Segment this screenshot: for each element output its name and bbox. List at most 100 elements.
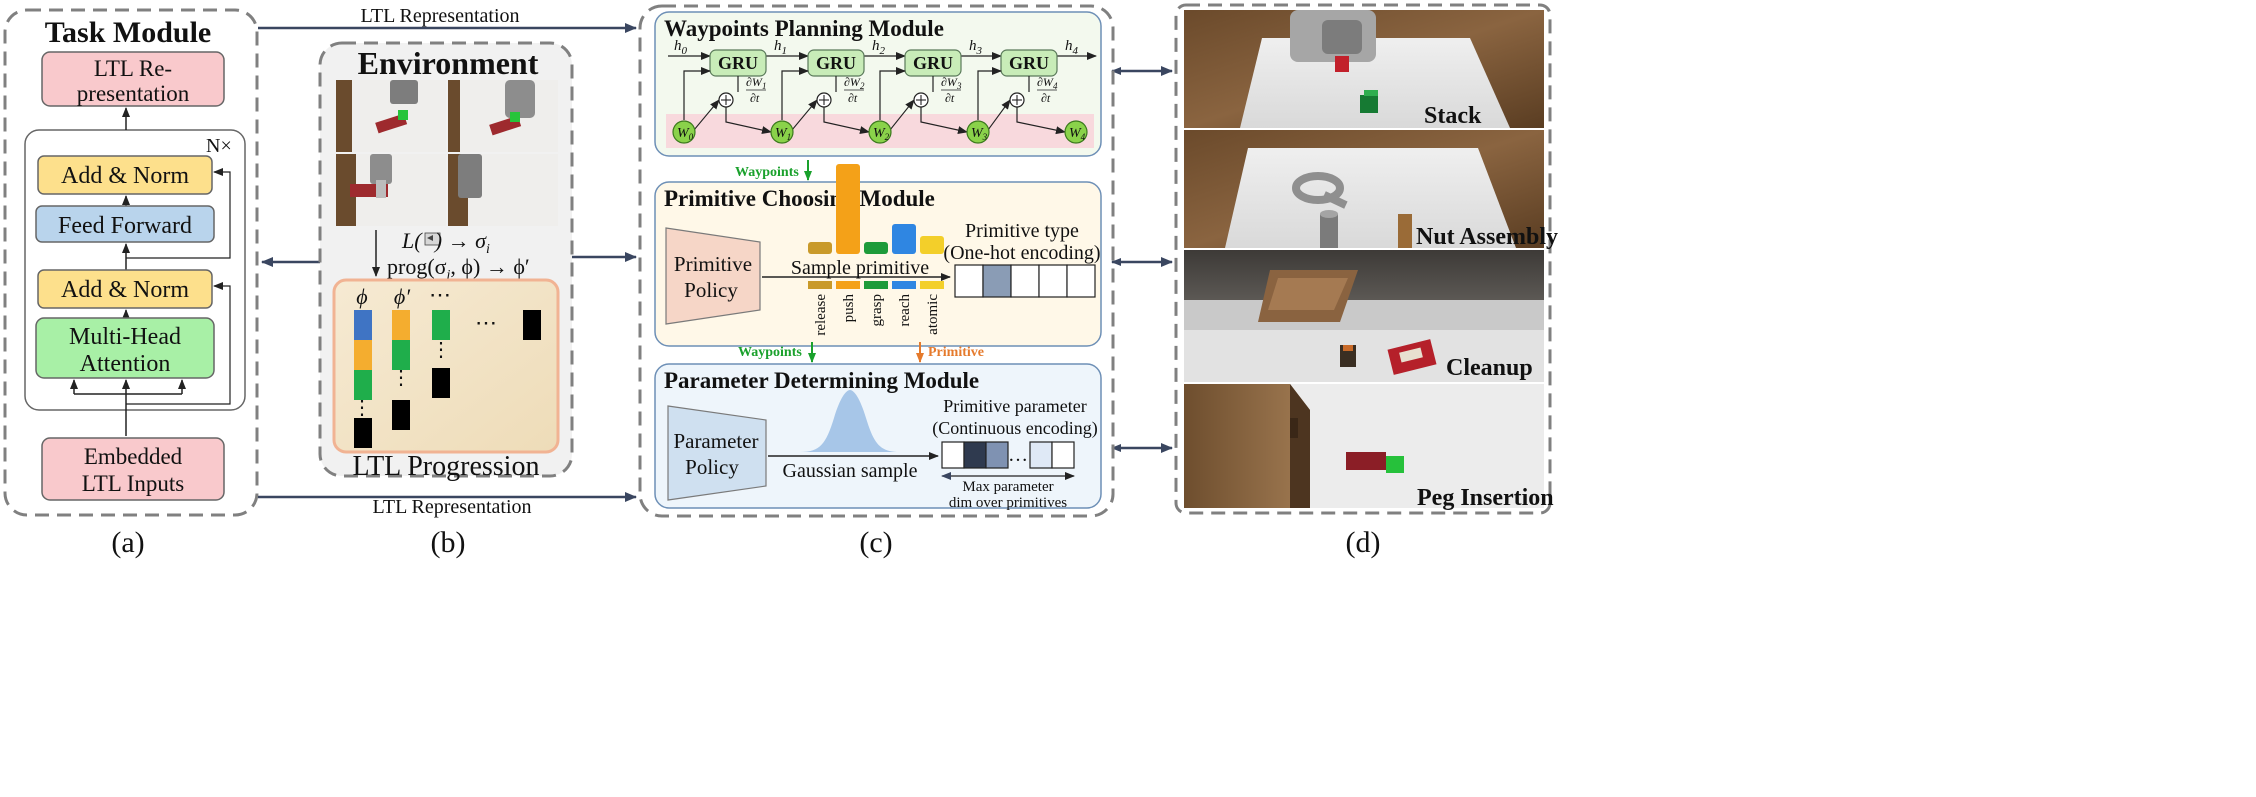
- ltl-rep-line2: presentation: [77, 81, 190, 106]
- add-norm-top-box: [37, 155, 213, 195]
- embedded-inputs-box: [41, 437, 225, 501]
- n-times-label: N×: [206, 135, 232, 157]
- waypoint-node: [770, 120, 794, 144]
- tasks-panel: Stack Nut Assembly Cleanup Peg Insertion…: [1174, 3, 1558, 559]
- one-hot-cell: [982, 264, 1012, 298]
- gradient-label: ∂W4: [1037, 75, 1058, 91]
- gradient-label: ∂W1: [746, 75, 766, 91]
- primitive-name-label: atomic: [925, 294, 941, 335]
- panel-label-d: (d): [1346, 526, 1381, 559]
- encoder-block: [24, 129, 246, 411]
- waypoints-arrow-label-1: Waypoints: [735, 165, 799, 180]
- parameter-policy-shape: [667, 405, 767, 501]
- parameter-module-title: Parameter Determining Module: [664, 368, 979, 393]
- task-module-title: Task Module: [45, 16, 211, 49]
- panel-label-b: (b): [431, 526, 466, 559]
- task-label-peg-insertion: Peg Insertion: [1417, 485, 1554, 511]
- gaussian-curve: [800, 390, 900, 452]
- primitive-name-label: reach: [897, 294, 913, 327]
- one-hot-cell: [1038, 264, 1068, 298]
- column-dots: ⋯: [429, 282, 451, 307]
- ltl-representation-top-label: LTL Representation: [360, 5, 519, 27]
- feed-forward-label: Feed Forward: [58, 213, 192, 239]
- primitive-prob-bar: [920, 236, 944, 254]
- panel-label-c: (c): [859, 526, 892, 559]
- continuous-vector: …: [941, 441, 1075, 469]
- phi-prime-label: ϕ′: [394, 284, 411, 309]
- feed-forward-box: [35, 205, 215, 243]
- environment-panel: Environment: [318, 41, 574, 559]
- primitive-prob-bar: [808, 242, 832, 254]
- primitive-policy-line1: Primitive: [674, 252, 752, 276]
- waypoint-node: [672, 120, 696, 144]
- gaussian-sample-label: Gaussian sample: [783, 460, 918, 482]
- environment-snapshots: [336, 80, 558, 226]
- primitive-arrow-label: Primitive: [928, 345, 984, 360]
- task-label-nut-assembly: Nut Assembly: [1416, 224, 1558, 250]
- svg-text:⋮: ⋮: [352, 397, 372, 419]
- task-label-stack: Stack: [1424, 103, 1482, 129]
- snapshot-1: [336, 80, 446, 152]
- svg-text:∂t: ∂t: [945, 91, 955, 105]
- primitive-module-title: Primitive Choosing Module: [664, 186, 935, 211]
- ltl-representation-bottom-label: LTL Representation: [372, 496, 531, 518]
- gru-label: GRU: [1009, 53, 1049, 73]
- gru-label: GRU: [913, 53, 953, 73]
- primitive-prob-bar: [836, 164, 860, 254]
- add-norm-top-label: Add & Norm: [61, 163, 189, 189]
- gru-label: GRU: [816, 53, 856, 73]
- task-cleanup-image: [1184, 250, 1544, 382]
- sample-primitive-label: Sample primitive: [791, 257, 929, 279]
- gradient-label: ∂W3: [941, 75, 962, 91]
- max-param-line1: Max parameter: [962, 479, 1053, 495]
- parameter-policy-line2: Policy: [685, 455, 739, 479]
- ltl-progression-box: [332, 278, 560, 454]
- mha-line1: Multi-Head: [69, 324, 181, 350]
- waypoints-module-title: Waypoints Planning Module: [664, 16, 944, 41]
- ltl-progression-title: LTL Progression: [353, 451, 540, 482]
- progression-blocks: ⋮ ⋮ ⋮: [352, 310, 541, 448]
- flag-icon: [424, 232, 441, 246]
- multi-head-attention-box: [35, 317, 215, 379]
- waypoint-node: [868, 120, 892, 144]
- embedded-line1: Embedded: [84, 444, 183, 469]
- svg-text:⋮: ⋮: [431, 339, 451, 361]
- primitive-color-strip: [892, 281, 916, 289]
- add-norm-bottom-label: Add & Norm: [61, 277, 189, 303]
- row-dots: ⋯: [475, 310, 497, 335]
- snapshot-2: [448, 80, 558, 152]
- svg-text:∂t: ∂t: [848, 91, 858, 105]
- task-module-panel: Task Module LTL Re- presentation N× Add …: [3, 8, 259, 559]
- primitive-prob-bar: [892, 224, 916, 254]
- task-nut-assembly-image: [1184, 130, 1544, 248]
- gradient-label: ∂W2: [844, 75, 865, 91]
- task-peg-insertion-image: [1184, 384, 1544, 508]
- gru-label: GRU: [718, 53, 758, 73]
- one-hot-cell: [1010, 264, 1040, 298]
- one-hot-cell: [1066, 264, 1096, 298]
- primitive-color-strip: [836, 281, 860, 289]
- snapshot-4: [448, 154, 558, 226]
- primitive-choosing-module: [654, 181, 1102, 347]
- embedded-line2: LTL Inputs: [82, 471, 184, 496]
- waypoint-node: [966, 120, 990, 144]
- param-line1: Primitive parameter: [943, 396, 1086, 416]
- primitive-color-strip: [864, 281, 888, 289]
- one-hot-cell: [954, 264, 984, 298]
- primitive-name-label: grasp: [869, 294, 885, 327]
- max-param-line2: dim over primitives: [949, 495, 1067, 511]
- waypoints-arrow-label-2: Waypoints: [738, 345, 802, 360]
- svg-text:⋮: ⋮: [391, 367, 411, 389]
- primitive-type-line2: (One-hot encoding): [943, 242, 1100, 264]
- param-line2: (Continuous encoding): [932, 418, 1097, 439]
- parameter-policy-line1: Parameter: [673, 429, 758, 453]
- primitive-color-strip: [920, 281, 944, 289]
- ltl-rep-line1: LTL Re-: [94, 56, 172, 81]
- panel-label-a: (a): [111, 526, 144, 559]
- primitive-prob-bar: [864, 242, 888, 254]
- primitive-name-label: push: [841, 294, 857, 323]
- primitive-color-strip: [808, 281, 832, 289]
